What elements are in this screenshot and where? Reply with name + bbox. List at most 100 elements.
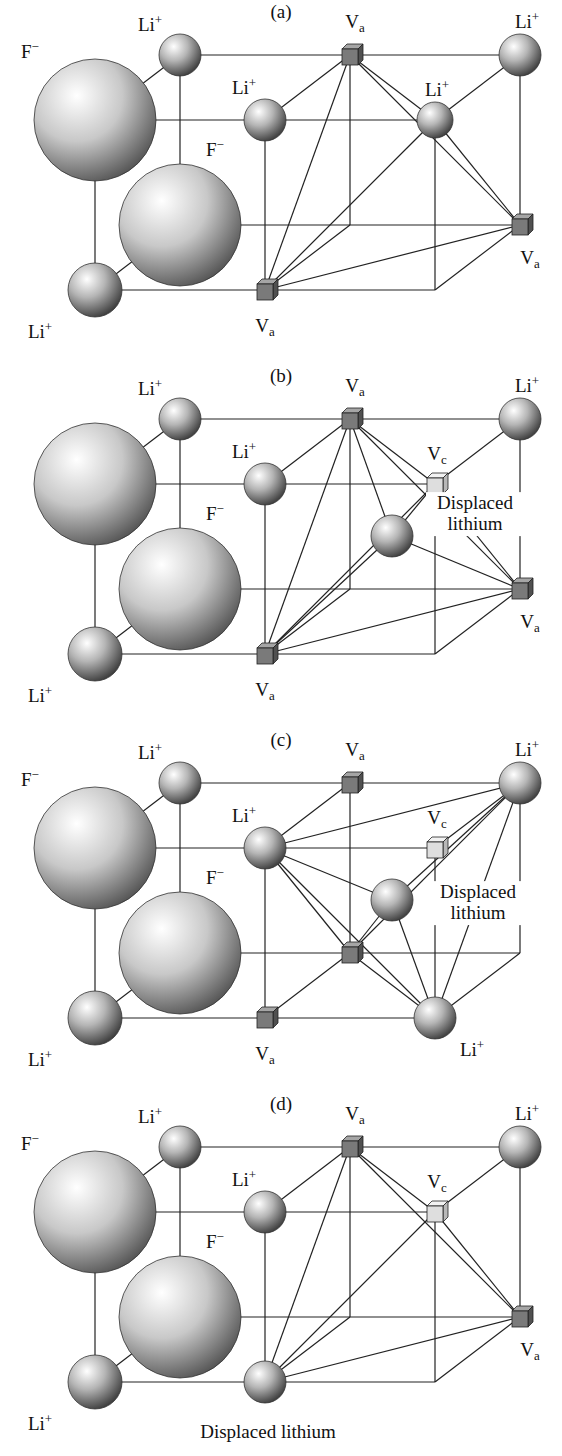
cube-front xyxy=(427,1206,443,1222)
lithium-ion-sphere xyxy=(417,102,453,138)
ion-label: Li+ xyxy=(232,78,256,99)
site-subscript: a xyxy=(359,384,365,399)
symbol-base: Li xyxy=(232,77,249,98)
lattice-line xyxy=(265,1212,435,1382)
cube-front xyxy=(257,1012,273,1028)
charge-sign: + xyxy=(45,1047,52,1062)
lattice-line xyxy=(265,289,435,290)
symbol-base: Li xyxy=(138,14,155,35)
fluoride-ion-sphere xyxy=(119,892,241,1014)
lattice-line xyxy=(519,783,520,953)
ion-label: F− xyxy=(206,140,224,161)
lattice-line xyxy=(435,120,520,225)
lattice-line xyxy=(350,224,520,225)
charge-sign: + xyxy=(45,1411,52,1426)
symbol-base: V xyxy=(520,611,534,632)
lattice-panel xyxy=(34,398,541,681)
cube-side xyxy=(528,214,533,235)
lattice-panel xyxy=(34,762,541,1045)
lattice-line xyxy=(265,589,520,654)
lattice-line xyxy=(180,782,350,783)
lattice-line xyxy=(264,120,265,290)
ion-label: Li+ xyxy=(28,686,52,707)
lattice-line xyxy=(265,419,350,654)
ion-label: F− xyxy=(206,504,224,525)
symbol-base: V xyxy=(255,1043,269,1064)
charge-sign: + xyxy=(155,1104,162,1119)
ion-label: F− xyxy=(21,770,39,791)
ion-label: Li+ xyxy=(138,379,162,400)
lithium-ion-sphere xyxy=(244,1361,286,1403)
lithium-ion-sphere xyxy=(159,762,201,804)
lithium-ion-sphere xyxy=(244,463,286,505)
charge-sign: − xyxy=(217,1229,224,1244)
lithium-ion-sphere xyxy=(68,627,122,681)
symbol-base: V xyxy=(427,1171,441,1192)
anion-vacancy-cube xyxy=(257,279,278,300)
lithium-ion-sphere xyxy=(68,263,122,317)
charge-sign: − xyxy=(217,501,224,516)
cube-side xyxy=(358,772,363,793)
ion-label: Li+ xyxy=(28,322,52,343)
lattice-line xyxy=(180,54,350,55)
symbol-base: Li xyxy=(460,1039,477,1060)
cube-front xyxy=(342,49,358,65)
lattice-line xyxy=(350,418,520,419)
symbol-base: V xyxy=(345,11,359,32)
site-subscript: a xyxy=(534,1348,540,1363)
cation-vacancy-cube xyxy=(427,1201,448,1222)
cube-front xyxy=(257,284,273,300)
lithium-ion-sphere xyxy=(159,34,201,76)
cube-front xyxy=(512,583,528,599)
cube-side xyxy=(443,1201,448,1222)
lattice-line xyxy=(265,120,435,290)
ion-label: Li+ xyxy=(28,1050,52,1071)
ion-label: Va xyxy=(345,12,365,33)
ion-label: Li+ xyxy=(138,15,162,36)
cube-front xyxy=(342,777,358,793)
charge-sign: + xyxy=(155,740,162,755)
lattice-line xyxy=(265,536,392,654)
lithium-ion-sphere xyxy=(499,398,541,440)
anion-vacancy-cube xyxy=(257,643,278,664)
lithium-ion-sphere xyxy=(371,515,413,557)
symbol-base: Li xyxy=(232,441,249,462)
symbol-base: Li xyxy=(28,685,45,706)
ion-label: Li+ xyxy=(138,1107,162,1128)
lattice-line xyxy=(350,1147,435,1212)
lattice-line xyxy=(349,419,350,589)
charge-sign: − xyxy=(217,865,224,880)
anion-vacancy-cube xyxy=(342,1136,363,1157)
lattice-line xyxy=(265,225,520,290)
ion-label: F− xyxy=(206,868,224,889)
lattice-line xyxy=(265,1381,435,1382)
anion-vacancy-cube xyxy=(512,214,533,235)
symbol-base: Li xyxy=(28,1413,45,1434)
symbol-base: Li xyxy=(138,742,155,763)
lithium-ion-sphere xyxy=(159,398,201,440)
lattice-line xyxy=(435,225,520,290)
fluoride-ion-sphere xyxy=(34,1151,156,1273)
charge-sign: + xyxy=(249,1167,256,1182)
lattice-line xyxy=(350,419,435,484)
lithium-ion-sphere xyxy=(159,1126,201,1168)
symbol-base: Li xyxy=(515,11,532,32)
lattice-line xyxy=(350,1146,520,1147)
charge-sign: − xyxy=(217,137,224,152)
annotation-label: Displaced lithium xyxy=(198,1422,338,1443)
charge-sign: − xyxy=(32,39,39,54)
fluoride-ion-sphere xyxy=(119,528,241,650)
symbol-base: Li xyxy=(138,1106,155,1127)
anion-vacancy-cube xyxy=(342,408,363,429)
symbol-base: V xyxy=(520,247,534,268)
lattice-line xyxy=(519,55,520,225)
ion-label: Va xyxy=(345,740,365,761)
cube-front xyxy=(512,1311,528,1327)
charge-sign: + xyxy=(249,439,256,454)
lattice-panel xyxy=(34,34,541,317)
symbol-base: V xyxy=(345,739,359,760)
site-subscript: a xyxy=(269,1052,275,1067)
ion-label: Li+ xyxy=(460,1040,484,1061)
ion-label: Va xyxy=(255,1044,275,1065)
